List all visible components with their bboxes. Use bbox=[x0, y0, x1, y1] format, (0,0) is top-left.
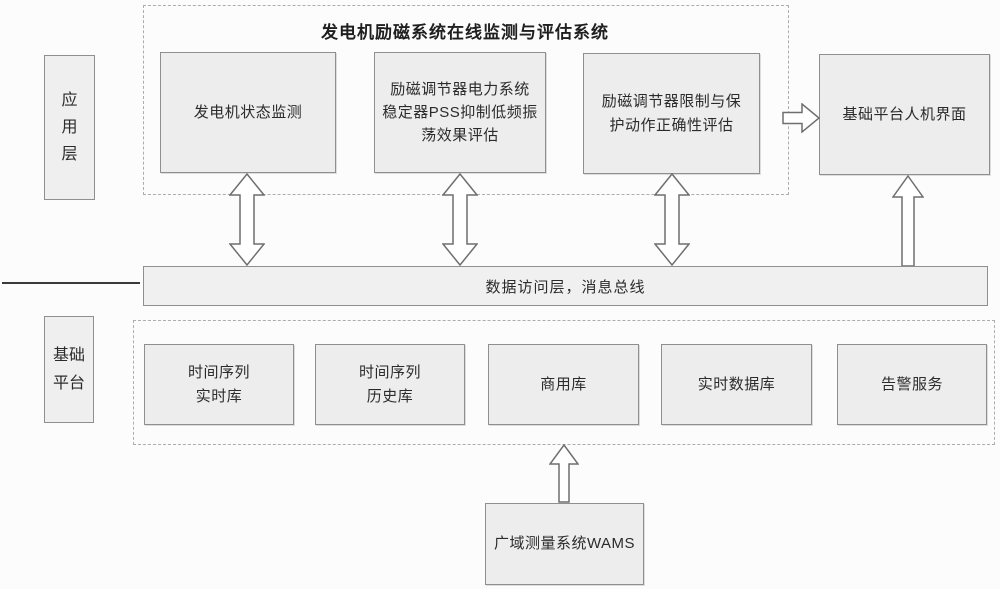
module-box-limit-protection-evaluation: 励磁调节器限制与保 护动作正确性评估 bbox=[583, 53, 760, 174]
up-arrow-icon bbox=[549, 444, 579, 503]
wams-box: 广域测量系统WAMS bbox=[485, 503, 644, 585]
diagram-title: 发电机励磁系统在线监测与评估系统 bbox=[321, 23, 609, 42]
platform-layer-label: 基础 平台 bbox=[44, 316, 94, 423]
service-box-commercial-db: 商用库 bbox=[488, 344, 639, 425]
double-arrow-icon bbox=[442, 173, 478, 266]
data-access-bus-bar: 数据访问层，消息总线 bbox=[143, 266, 988, 306]
double-arrow-icon bbox=[229, 173, 265, 266]
service-box-realtime-database: 实时数据库 bbox=[661, 344, 812, 425]
up-arrow-icon bbox=[892, 175, 924, 267]
hmi-box: 基础平台人机界面 bbox=[819, 54, 990, 175]
service-box-timeseries-history-db: 时间序列 历史库 bbox=[315, 344, 465, 425]
right-arrow-icon bbox=[782, 103, 820, 133]
module-box-generator-status-monitoring: 发电机状态监测 bbox=[160, 52, 336, 173]
service-box-timeseries-realtime-db: 时间序列 实时库 bbox=[144, 344, 294, 425]
module-box-pss-oscillation-evaluation: 励磁调节器电力系统 稳定器PSS抑制低频振 荡效果评估 bbox=[374, 52, 546, 173]
service-box-alarm-service: 告警服务 bbox=[837, 344, 987, 425]
layer-divider-line bbox=[2, 282, 140, 284]
double-arrow-icon bbox=[654, 173, 690, 266]
application-layer-label: 应 用 层 bbox=[44, 55, 95, 200]
